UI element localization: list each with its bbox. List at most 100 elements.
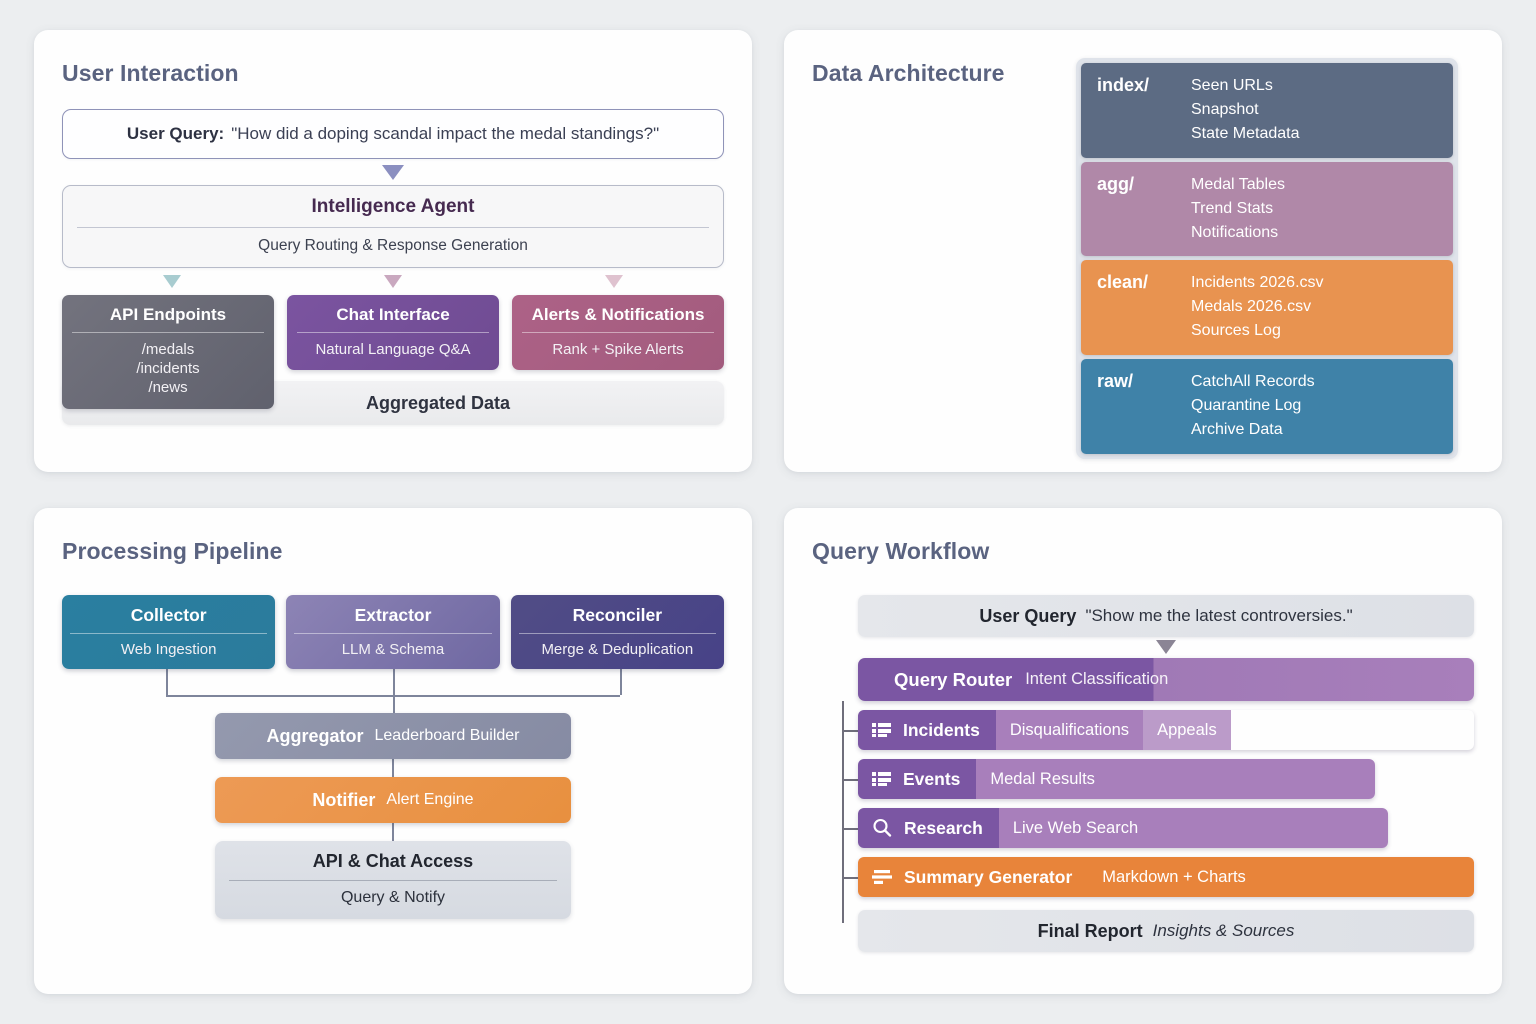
data-tier-raw[interactable]: raw/ CatchAll Records Quarantine Log Arc… (1081, 359, 1453, 454)
list-item: Medals 2026.csv (1191, 298, 1312, 316)
user-query-text: "How did a doping scandal impact the med… (231, 124, 660, 143)
stage-sub-reconciler: Merge & Deduplication (541, 641, 694, 658)
item-segment-appeals: Appeals (1143, 710, 1231, 750)
data-tier-agg[interactable]: agg/ Medal Tables Trend Stats Notificati… (1081, 161, 1453, 257)
router-title: Query Router (894, 668, 1013, 690)
panel-query-workflow: Query Workflow User Query "Show me the l… (784, 508, 1502, 994)
leaf-sub-chat: Natural Language Q&A (315, 341, 471, 358)
list-item: Medal Tables (1191, 175, 1285, 193)
arrow-down-icon-chat (384, 275, 402, 288)
data-tier-key-clean: clean/ (1097, 272, 1149, 293)
stage-sub-collector: Web Ingestion (120, 641, 217, 658)
workflow-item-events[interactable]: Events Medal Results (858, 759, 1376, 799)
panel-title-user-interaction: User Interaction (62, 60, 239, 86)
list-icon (872, 771, 891, 787)
arrow-down-icon (382, 165, 404, 180)
item-segment-disqualifications: Disqualifications (995, 710, 1144, 750)
pipeline-stage-row: Collector Web Ingestion Extractor LLM & … (62, 595, 724, 669)
item-title-research: Research (904, 817, 983, 838)
processing-pipeline-body: Collector Web Ingestion Extractor LLM & … (62, 587, 724, 919)
data-tier-clean[interactable]: clean/ Incidents 2026.csv Medals 2026.cs… (1081, 260, 1453, 356)
api-endpoint-incidents: /incidents (136, 360, 200, 378)
panel-data-architecture: Data Architecture index/ Seen URLs Snaps… (784, 30, 1502, 472)
item-segment-markdown-charts: Markdown + Charts (1088, 857, 1474, 897)
intelligence-agent-box[interactable]: Intelligence Agent Query Routing & Respo… (62, 185, 724, 268)
lines-icon (872, 869, 892, 885)
leaf-chat-interface[interactable]: Chat Interface Natural Language Q&A (287, 295, 499, 371)
list-item: CatchAll Records (1191, 373, 1315, 391)
leaf-title-alerts: Alerts & Notifications (522, 305, 714, 333)
query-workflow-tree: Incidents Disqualifications Appeals (842, 701, 1474, 952)
user-query-box[interactable]: User Query: "How did a doping scandal im… (62, 109, 724, 159)
leaf-api-endpoints[interactable]: API Endpoints /medals /incidents /news (62, 295, 274, 409)
final-report-title: Final Report (1037, 920, 1143, 941)
final-report-subtitle: Insights & Sources (1152, 921, 1295, 940)
data-architecture-stack: index/ Seen URLs Snapshot State Metadata… (1076, 58, 1458, 459)
query-router[interactable]: Query Router Intent Classification (858, 658, 1474, 701)
data-tier-key-raw: raw/ (1097, 371, 1134, 392)
connector-line (842, 701, 844, 923)
router-subtitle: Intent Classification (1025, 670, 1169, 688)
item-segment-medal-results: Medal Results (976, 759, 1376, 799)
workflow-user-query[interactable]: User Query "Show me the latest controver… (858, 595, 1474, 637)
item-title-incidents: Incidents (903, 719, 980, 740)
pipeline-stage-extractor[interactable]: Extractor LLM & Schema (286, 595, 500, 669)
connector-line (393, 669, 395, 713)
data-tier-index[interactable]: index/ Seen URLs Snapshot State Metadata (1081, 63, 1453, 158)
list-item: Sources Log (1191, 322, 1281, 340)
connector-line (842, 730, 860, 732)
stage-title-reconciler: Reconciler (518, 605, 716, 634)
pipeline-aggregator[interactable]: Aggregator Leaderboard Builder (215, 713, 571, 759)
list-icon (872, 722, 891, 738)
pipeline-connectors (62, 669, 724, 713)
workflow-item-summary-generator[interactable]: Summary Generator Markdown + Charts (858, 857, 1474, 897)
list-item: Notifications (1191, 223, 1279, 241)
leaf-title-api: API Endpoints (72, 305, 264, 333)
leaf-alerts-notifications[interactable]: Alerts & Notifications Rank + Spike Aler… (512, 295, 724, 371)
connector-line (842, 877, 860, 879)
data-tier-items-index: Seen URLs Snapshot State Metadata (1191, 75, 1300, 145)
pipeline-api-chat-access[interactable]: API & Chat Access Query & Notify (215, 841, 571, 919)
connector-line (392, 759, 394, 777)
access-subtitle: Query & Notify (340, 889, 446, 906)
pipeline-stage-collector[interactable]: Collector Web Ingestion (62, 595, 276, 669)
notifier-subtitle: Alert Engine (386, 791, 474, 808)
data-tier-key-index: index/ (1097, 75, 1150, 95)
list-item: Snapshot (1191, 100, 1259, 118)
connector-line (842, 828, 860, 830)
stage-title-extractor: Extractor (294, 605, 492, 634)
intelligence-agent-title: Intelligence Agent (77, 196, 709, 228)
pipeline-stage-reconciler[interactable]: Reconciler Merge & Deduplication (510, 595, 724, 669)
panel-title-query-workflow: Query Workflow (812, 538, 990, 564)
list-item: State Metadata (1191, 124, 1300, 142)
aggregator-title: Aggregator (266, 725, 364, 746)
query-workflow-body: User Query "Show me the latest controver… (812, 587, 1474, 952)
interface-leaf-row: Aggregated Data API Endpoints /medals /i… (62, 295, 724, 425)
workflow-query-label: User Query (979, 605, 1077, 626)
item-title-summary-generator: Summary Generator (904, 866, 1073, 887)
leaf-sub-alerts: Rank + Spike Alerts (552, 341, 684, 358)
stage-title-collector: Collector (70, 605, 268, 634)
panel-title-data-architecture: Data Architecture (812, 60, 1005, 86)
intelligence-agent-subtitle: Query Routing & Response Generation (258, 237, 528, 254)
pipeline-notifier[interactable]: Notifier Alert Engine (215, 777, 571, 823)
connector-line (620, 669, 622, 695)
connector-line (165, 669, 168, 695)
aggregator-subtitle: Leaderboard Builder (374, 727, 520, 744)
agent-branch-arrows (62, 275, 724, 289)
workflow-item-research[interactable]: Research Live Web Search (858, 808, 1388, 848)
workflow-final-report[interactable]: Final Report Insights & Sources (858, 910, 1474, 952)
data-tier-key-agg: agg/ (1097, 173, 1135, 194)
aggregated-data-label: Aggregated Data (365, 392, 511, 413)
panel-user-interaction: User Interaction User Query: "How did a … (34, 30, 752, 472)
list-item: Quarantine Log (1191, 397, 1302, 415)
access-title: API & Chat Access (229, 851, 557, 881)
connector-line (392, 823, 394, 841)
workflow-item-incidents[interactable]: Incidents Disqualifications Appeals (858, 710, 1474, 750)
arrow-down-icon (1156, 640, 1176, 654)
item-title-events: Events (903, 768, 961, 789)
item-segment-live-web-search: Live Web Search (998, 808, 1388, 848)
arrow-down-icon-api (163, 275, 182, 288)
arrow-down-icon-alerts (604, 275, 623, 288)
